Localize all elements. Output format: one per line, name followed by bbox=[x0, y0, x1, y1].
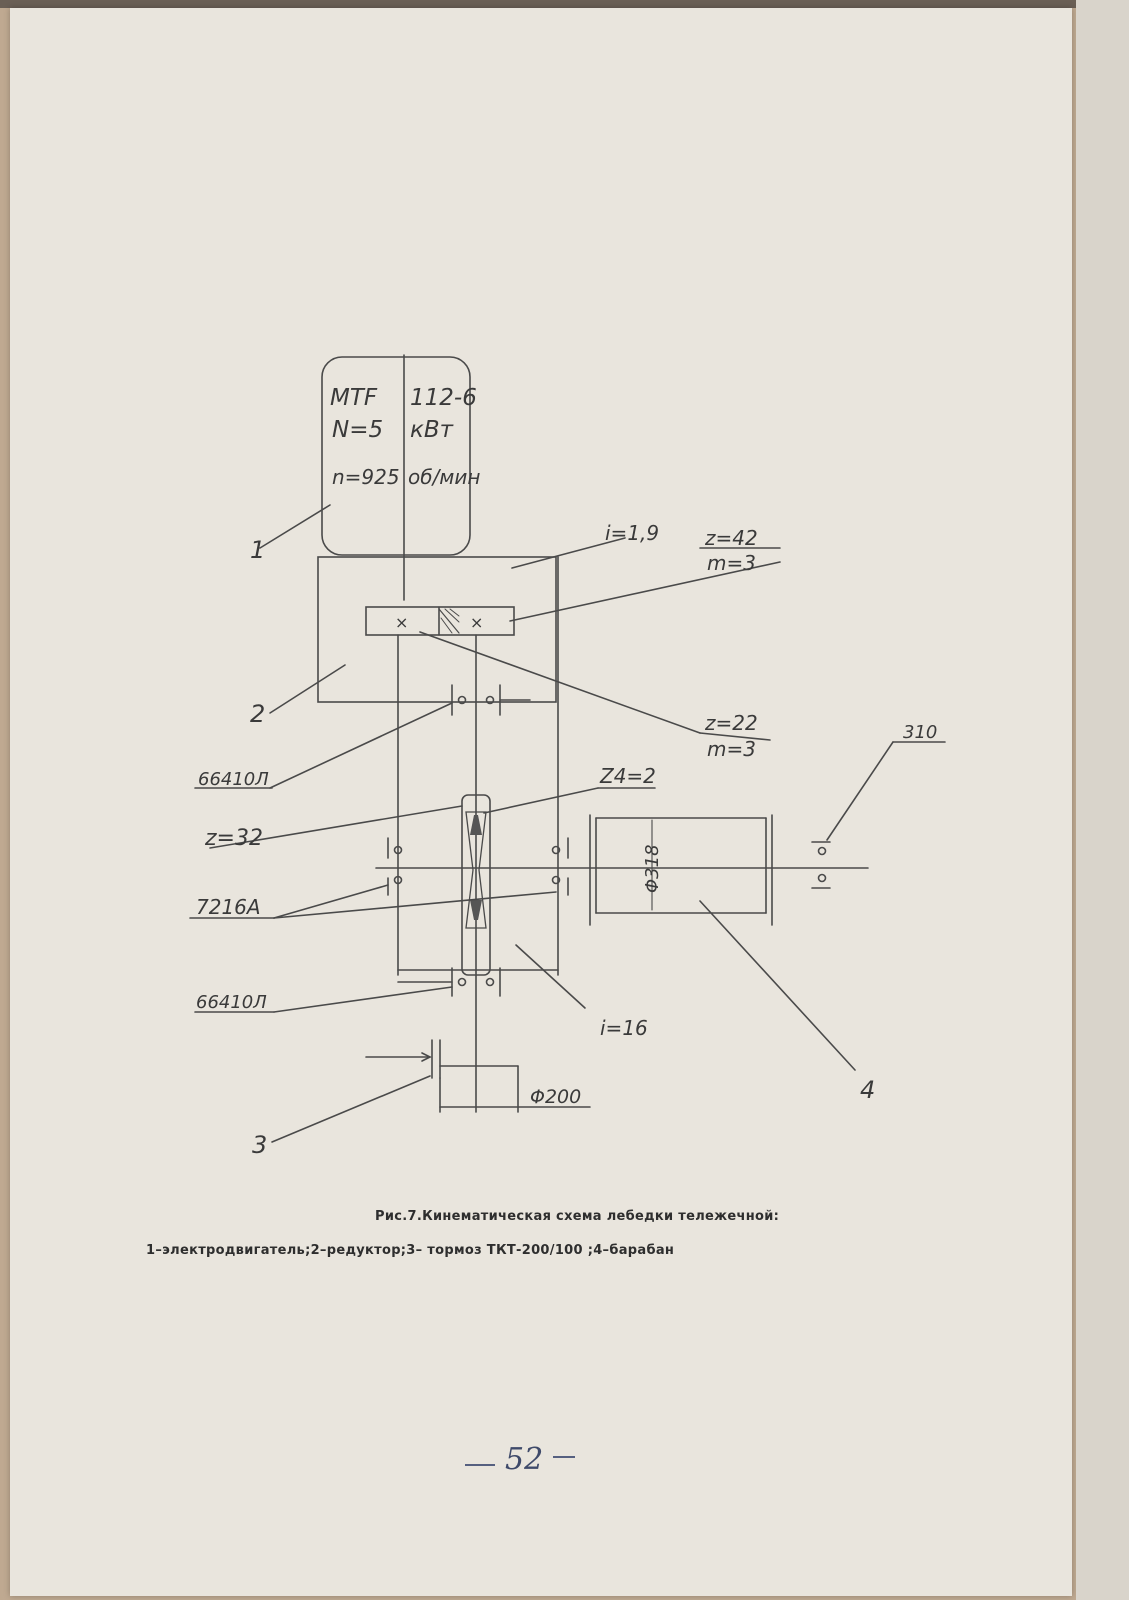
svg-text:×: × bbox=[395, 613, 408, 632]
label-ratio-worm: i=16 bbox=[600, 1016, 648, 1040]
label-brake-diameter: Φ200 bbox=[530, 1086, 581, 1108]
reducer-housing bbox=[317, 556, 557, 703]
figure-caption-legend: 1–электродвигатель;2–редуктор;3– тормоз … bbox=[146, 1243, 675, 1258]
label-gear-small-module: m=3 bbox=[707, 737, 756, 761]
figure-caption-title: Рис.7.Кинематическая схема лебедки тележ… bbox=[375, 1209, 780, 1224]
label-drum-diameter: Φ318 bbox=[642, 844, 663, 893]
label-reducer-number: 2 bbox=[250, 700, 265, 728]
label-worm-wheel-teeth: z=32 bbox=[204, 826, 263, 851]
label-drum-number: 4 bbox=[860, 1076, 875, 1104]
label-bearing-lower: 66410Л bbox=[196, 992, 267, 1013]
label-gear-large-teeth: z=42 bbox=[704, 526, 758, 550]
label-ratio-first: i=1,9 bbox=[605, 521, 659, 545]
label-brake-number: 3 bbox=[252, 1131, 267, 1159]
label-gear-small-teeth: z=22 bbox=[704, 711, 758, 735]
label-bearing-upper: 66410Л bbox=[198, 769, 269, 790]
gear-pair-box bbox=[365, 606, 515, 636]
motor-speed-unit: об/мин bbox=[408, 465, 480, 489]
motor-speed: n=925 bbox=[332, 465, 400, 489]
label-worm-starts: Z4=2 bbox=[599, 764, 656, 788]
label-drum-bearing: 7216A bbox=[196, 895, 261, 919]
page-number: 52 bbox=[505, 1442, 544, 1477]
page-number-dash-left bbox=[465, 1464, 495, 1466]
motor-type: 112-6 bbox=[410, 385, 477, 411]
label-gear-large-module: m=3 bbox=[707, 551, 756, 575]
page-number-dash-right bbox=[553, 1456, 575, 1458]
motor-power: N=5 bbox=[332, 417, 383, 443]
page-top-edge bbox=[0, 0, 1129, 8]
motor-power-unit: кВт bbox=[410, 417, 454, 443]
label-rope-distance: 310 bbox=[903, 722, 937, 743]
adjacent-page-edge bbox=[1076, 0, 1129, 1600]
paper-sheet bbox=[10, 8, 1072, 1596]
svg-text:×: × bbox=[470, 613, 483, 632]
label-motor-number: 1 bbox=[250, 536, 265, 564]
worm-wheel bbox=[461, 794, 491, 976]
motor-body bbox=[321, 356, 471, 556]
motor-model: MTF bbox=[330, 385, 378, 411]
